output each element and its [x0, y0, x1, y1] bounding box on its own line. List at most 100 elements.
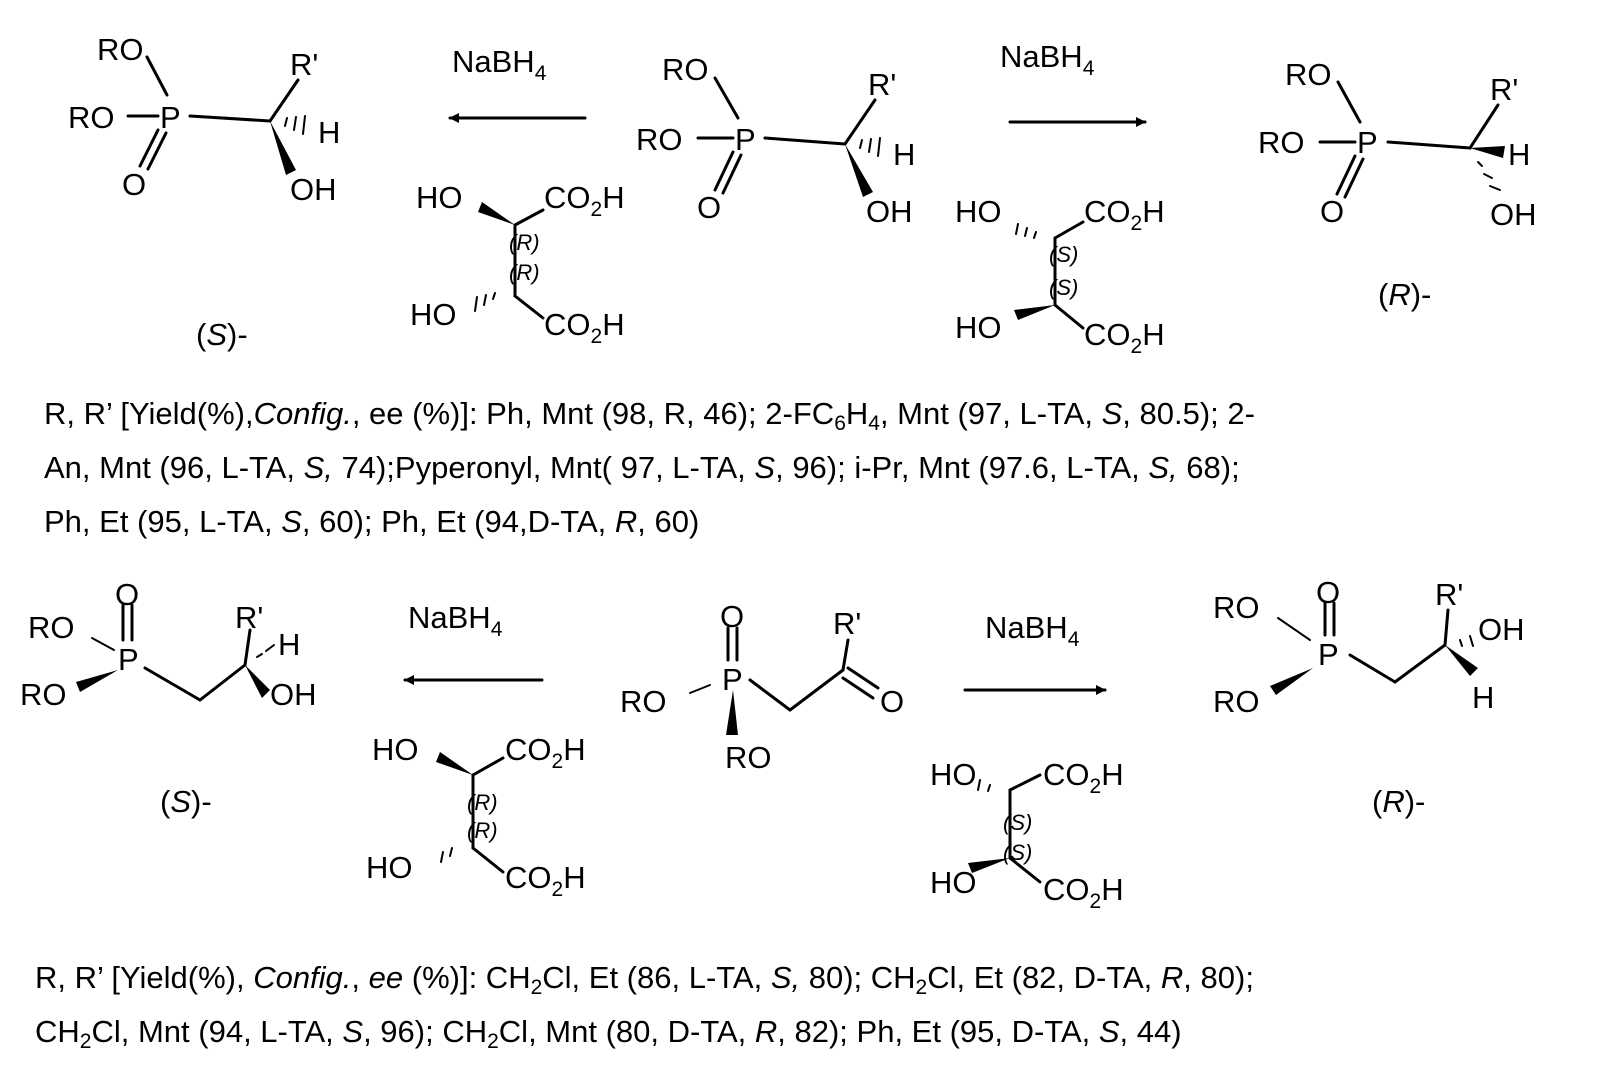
- hydroxyl-label: OH: [270, 677, 317, 712]
- hydrogen-label: H: [1472, 680, 1494, 715]
- caption-text: , 82); Ph, Et (95, D-TA,: [777, 1014, 1099, 1049]
- stereo-r-label: (R): [509, 260, 540, 285]
- caption-text: , 60); Ph, Et (94,D-TA,: [301, 504, 615, 539]
- co2h-label: CO2H: [544, 180, 625, 221]
- wedge-bond: [478, 202, 515, 225]
- hydrogen-label: H: [893, 137, 915, 172]
- subscript-text: 4: [868, 412, 880, 435]
- italic-text: S,: [303, 450, 333, 485]
- caption-text: , 80.5); 2-: [1122, 396, 1255, 431]
- co2h-label: CO2H: [505, 860, 586, 901]
- ro-label: RO: [20, 677, 67, 712]
- italic-text: S: [754, 450, 776, 485]
- ro-label: RO: [1285, 57, 1332, 92]
- co2h-label: CO2H: [544, 307, 625, 348]
- hydrogen-label: H: [318, 115, 340, 150]
- subscript-text: 2: [915, 976, 928, 999]
- rprime-label: R': [868, 67, 896, 102]
- subscript-text: 2: [487, 1030, 499, 1053]
- ho-label: HO: [410, 297, 457, 332]
- co2h-label: CO2H: [1043, 872, 1124, 913]
- caption-text: , 60): [637, 504, 700, 539]
- ro-label: RO: [1213, 590, 1260, 625]
- italic-text: S: [281, 504, 302, 539]
- caption-text: 74);Pyperonyl, Mnt( 97, L-TA,: [332, 450, 755, 485]
- caption-bottom-line-1: R, R’ [Yield(%), Config., ee (%)]: CH 2 Cl…: [35, 956, 1254, 1000]
- oxygen-label: O: [115, 577, 139, 612]
- bottom-s-product-structure: [91, 603, 275, 702]
- phosphorus-label: P: [735, 122, 756, 157]
- bottom-tartaric-acid-l: [440, 756, 505, 874]
- caption-top-line-2: An, Mnt (96, L-TA, S, 74);Pyperonyl, Mnt…: [44, 446, 1240, 490]
- caption-bottom-line-2: CH2Cl, Mnt (94, L-TA, S, 96); CH2Cl, Mnt…: [35, 1010, 1182, 1054]
- subscript-text: 6: [834, 412, 846, 435]
- wedge-bond: [1445, 645, 1478, 676]
- italic-text: R: [1160, 960, 1184, 995]
- stereo-r-label: (R): [509, 230, 540, 255]
- italic-text: S: [1101, 396, 1123, 431]
- italic-text: R: [614, 504, 638, 539]
- rprime-label: R': [833, 606, 861, 641]
- rprime-label: R': [1490, 72, 1518, 107]
- top-tartaric-acid-d: [1015, 220, 1085, 330]
- caption-text: 80); CH: [800, 960, 916, 995]
- caption-text: (%)]: CH: [403, 960, 531, 995]
- hydrogen-label: H: [1508, 137, 1530, 172]
- ho-label: HO: [372, 732, 419, 767]
- caption-text: R, R’ [Yield(%),: [44, 396, 254, 431]
- co2h-label: CO2H: [1084, 317, 1165, 358]
- phosphorus-label: P: [1318, 637, 1339, 672]
- caption-text: ,: [351, 960, 369, 995]
- caption-text: Ph, Et (95, L-TA,: [44, 504, 282, 539]
- wedge-bond: [726, 690, 738, 735]
- italic-text: Config.: [253, 396, 352, 431]
- italic-text: S,: [1148, 450, 1178, 485]
- ho-label: HO: [930, 757, 977, 792]
- caption-text: Cl, Mnt (94, L-TA,: [91, 1014, 343, 1049]
- hydroxyl-label: OH: [866, 194, 913, 229]
- rprime-label: R': [235, 600, 263, 635]
- caption-top-line-3: Ph, Et (95, L-TA, S, 60); Ph, Et (94,D-T…: [44, 500, 699, 544]
- phosphorus-label: P: [1357, 125, 1378, 160]
- italic-text: R: [754, 1014, 778, 1049]
- hydroxyl-label: OH: [1478, 612, 1525, 647]
- hydrogen-label: H: [278, 627, 300, 662]
- reagent-label: NaBH4: [1000, 39, 1095, 80]
- caption-text: Cl, Et (86, L-TA,: [542, 960, 771, 995]
- reagent-label: NaBH4: [452, 44, 547, 85]
- ho-label: HO: [955, 310, 1002, 345]
- ro-label: RO: [1213, 684, 1260, 719]
- caption-text: An, Mnt (96, L-TA,: [44, 450, 304, 485]
- ho-label: HO: [955, 194, 1002, 229]
- s-configuration-label: (S)-: [196, 317, 248, 352]
- reagent-label: NaBH4: [408, 600, 503, 641]
- top-s-product-structure: [126, 55, 306, 171]
- ho-label: HO: [366, 850, 413, 885]
- wedge-bond: [76, 670, 118, 692]
- wedge-bond: [1014, 305, 1055, 320]
- caption-text: R, R’ [Yield(%),: [35, 960, 254, 995]
- bottom-r-product-structure: [1277, 601, 1474, 684]
- italic-text: S: [1098, 1014, 1120, 1049]
- oxygen-label: O: [1316, 575, 1340, 610]
- wedge-bond: [1270, 668, 1313, 695]
- ho-label: HO: [930, 865, 977, 900]
- stereo-s-label: (S): [1049, 275, 1078, 300]
- italic-text: Config.: [253, 960, 352, 995]
- rprime-label: R': [1435, 577, 1463, 612]
- reagent-label: NaBH4: [985, 610, 1080, 651]
- caption-text: Cl, Mnt (80, D-TA,: [498, 1014, 755, 1049]
- wedge-bond: [270, 121, 296, 175]
- bottom-precursor-structure: [689, 626, 880, 712]
- caption-text: 68);: [1177, 450, 1240, 485]
- oxygen-label: O: [697, 190, 721, 225]
- italic-text: ee: [368, 960, 404, 995]
- phosphorus-label: P: [118, 642, 139, 677]
- italic-text: S,: [770, 960, 801, 995]
- caption-text: , ee (%)]: Ph, Mnt (98, R, 46); 2-FC: [351, 396, 835, 431]
- phosphorus-label: P: [160, 100, 181, 135]
- top-precursor-structure: [696, 76, 881, 195]
- oxygen-label: O: [720, 599, 744, 634]
- co2h-label: CO2H: [1084, 194, 1165, 235]
